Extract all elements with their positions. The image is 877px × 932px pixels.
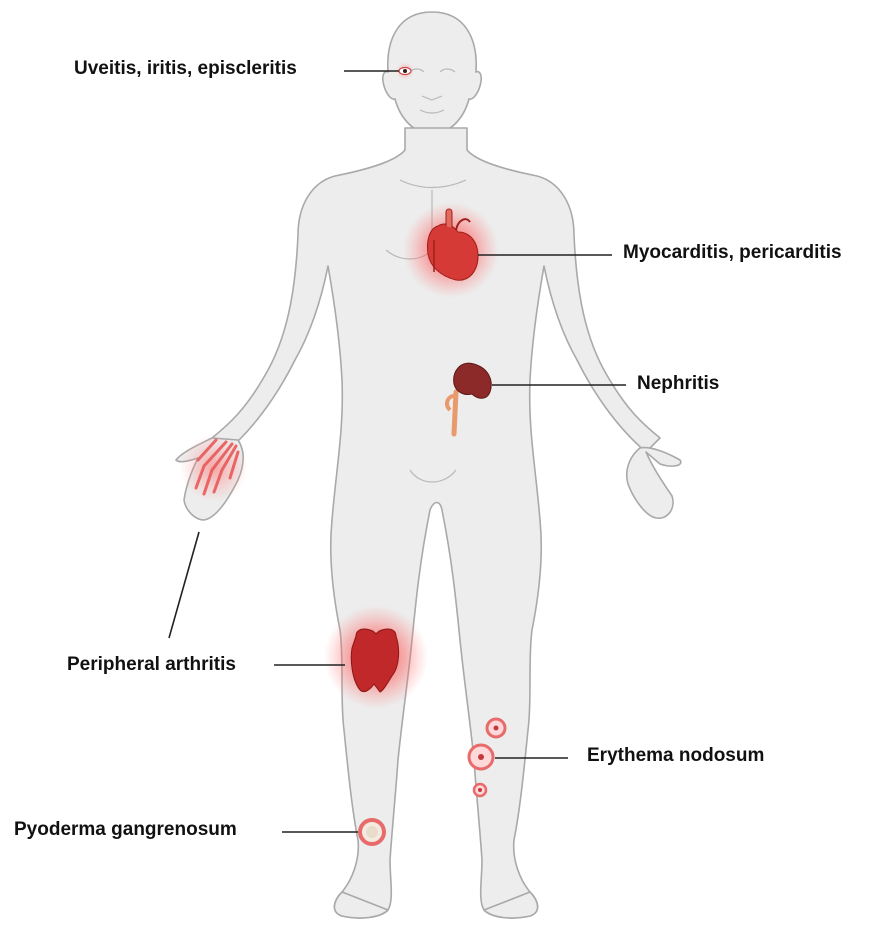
label-uveitis: Uveitis, iritis, episcleritis — [74, 58, 297, 80]
human-figure — [176, 12, 681, 918]
label-nephritis: Nephritis — [637, 373, 719, 395]
label-erythema-nodosum: Erythema nodosum — [587, 745, 764, 767]
label-myocarditis: Myocarditis, pericarditis — [623, 242, 842, 264]
eye-icon — [399, 68, 411, 75]
hand-right — [627, 448, 681, 519]
lesion-pyoderma — [360, 820, 384, 844]
label-pyoderma-gangrenosum: Pyoderma gangrenosum — [14, 819, 237, 841]
label-peripheral-arthritis: Peripheral arthritis — [67, 654, 236, 676]
leader-arthritis-hand — [169, 532, 199, 638]
